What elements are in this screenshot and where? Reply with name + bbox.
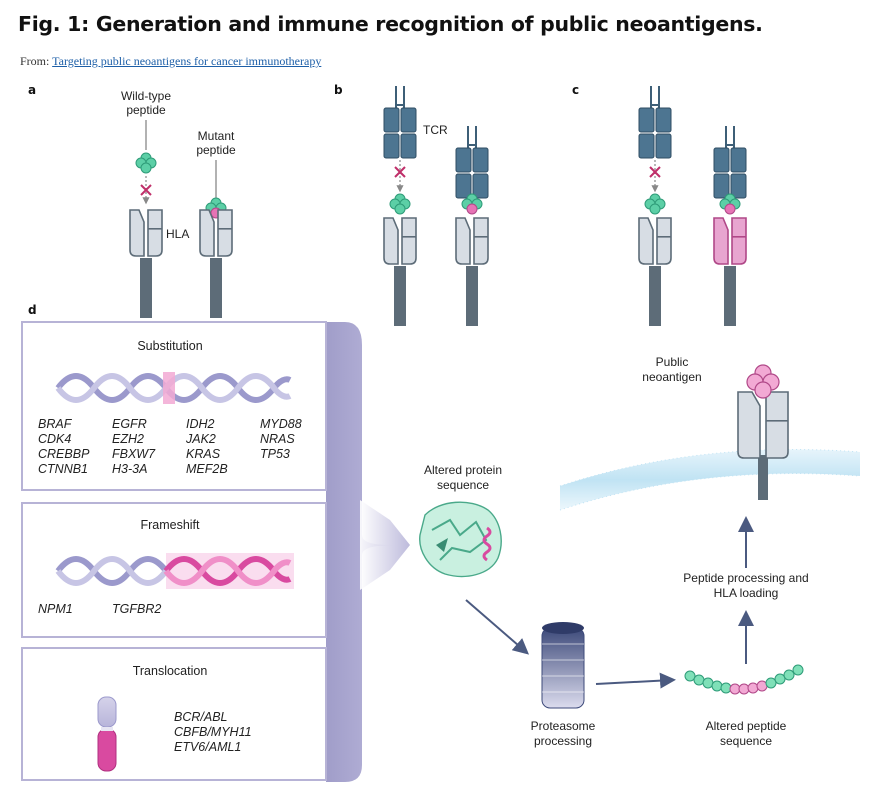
gene-item: NPM1 [38,602,73,616]
proteasome-label-line2: processing [534,734,592,748]
public-neoantigen-label-line1: Public [656,355,689,369]
hla-molecule-icon [383,217,417,327]
hla-molecule-icon [199,209,233,319]
tcr-molecule-icon [455,125,489,199]
gene-item: BCR/ABL [174,710,228,724]
gene-item: H3-3A [112,462,147,476]
gene-item: BRAF [38,417,73,431]
membrane-icon [559,449,861,511]
gene-item: EGFR [112,417,147,431]
peptide-chain-icon [684,664,804,695]
hla-label: HLA [166,227,189,241]
gene-item: FBXW7 [112,447,156,461]
wild-type-peptide-icon [644,193,666,215]
figure-source: From: Targeting public neoantigens for c… [20,54,321,69]
panel-b-letter: b [334,83,343,97]
gene-item: CBFB/MYH11 [174,725,252,739]
mutant-label-line1: Mutant [198,129,235,143]
dna-helix-icon [55,553,294,589]
protein-icon [419,501,502,578]
tcr-label: TCR [423,123,448,137]
wild-type-label-line2: peptide [126,103,166,117]
flow-arrow-icon [360,500,410,590]
panel-a: a Wild-type peptide HLA Mutant peptide [28,83,236,319]
hla-molecule-icon [455,217,489,327]
public-neoantigen-label-line2: neoantigen [642,370,701,384]
peptide-processing-label-line1: Peptide processing and [683,571,808,585]
altered-peptide-label-line1: Altered peptide [706,719,787,733]
wild-type-peptide-icon [135,152,157,174]
panel-d-letter: d [28,303,37,317]
arrow-icon [595,672,676,689]
gene-item: JAK2 [185,432,216,446]
dna-helix-icon [55,372,292,404]
wild-type-peptide-icon [389,193,411,215]
substitution-title: Substitution [137,339,202,353]
tcr-molecule-icon [713,125,747,199]
panel-c: c [572,83,747,327]
figure-title: Fig. 1: Generation and immune recognitio… [18,12,763,36]
altered-protein-label-line1: Altered protein [424,463,502,477]
hla-molecule-icon [129,209,163,319]
gene-item: MEF2B [186,462,228,476]
altered-protein-label-line2: sequence [437,478,489,492]
proteasome-label-line1: Proteasome [531,719,596,733]
gene-item: IDH2 [186,417,215,431]
panel-c-letter: c [572,83,579,97]
gene-item: CREBBP [38,447,90,461]
frameshift-box: Frameshift NPM1 TGFBR2 [21,502,327,638]
hla-molecule-icon [638,217,672,327]
gene-item: KRAS [186,447,221,461]
proteasome-icon [541,622,585,709]
chromosome-icon [97,696,117,772]
substitution-box: Substitution BRAF CDK4 CREBBP CTNNB1 EGF… [21,321,327,491]
altered-peptide-label-line2: sequence [720,734,772,748]
tcr-molecule-icon [383,85,417,159]
gene-item: NRAS [260,432,295,446]
gene-item: TP53 [260,447,290,461]
public-neoantigen-icon [737,364,789,500]
peptide-processing-label-line2: HLA loading [714,586,779,600]
gene-item: TGFBR2 [112,602,161,616]
arrow-icon [465,599,530,655]
panel-b: b TCR [334,83,489,327]
gene-item: ETV6/AML1 [174,740,241,754]
frameshift-title: Frameshift [140,518,200,532]
gene-item: CTNNB1 [38,462,88,476]
translocation-box: Translocation BCR/ABL CBFB/MYH11 ETV6/AM… [21,647,327,781]
panel-d: d Substitution BRAF CDK4 CREBBP CTNNB1 E… [21,303,861,782]
wild-type-label-line1: Wild-type [121,89,171,103]
panel-a-letter: a [28,83,36,97]
gene-item: MYD88 [260,417,302,431]
mutant-hla-molecule-icon [713,217,747,327]
gene-item: CDK4 [38,432,71,446]
from-prefix: From: [20,54,50,68]
source-article-link[interactable]: Targeting public neoantigens for cancer … [52,54,322,68]
tcr-molecule-icon [638,85,672,159]
mutant-label-line2: peptide [196,143,236,157]
translocation-title: Translocation [133,664,208,678]
gene-item: EZH2 [112,432,144,446]
